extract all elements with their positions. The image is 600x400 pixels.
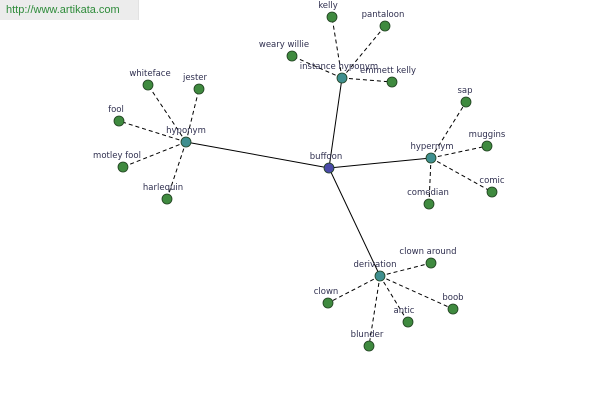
node-harlequin[interactable] xyxy=(161,193,173,205)
node-blunder[interactable] xyxy=(363,340,375,352)
label-root: buffoon xyxy=(310,152,342,162)
node-weary-willie[interactable] xyxy=(286,50,298,62)
edge-derivation-antic xyxy=(379,275,409,323)
watermark-text: http://www.artikata.com xyxy=(6,4,120,16)
edge-hyponym-motley-fool xyxy=(122,141,187,168)
node-hypernym[interactable] xyxy=(425,152,437,164)
edge-hypernym-muggins xyxy=(430,145,488,159)
node-derivation[interactable] xyxy=(374,270,386,282)
label-blunder: blunder xyxy=(351,330,384,340)
label-muggins: muggins xyxy=(469,130,506,140)
edge-hypernym-comic xyxy=(430,157,493,193)
edge-instance-hyponym-kelly xyxy=(331,16,343,79)
edge-derivation-clown xyxy=(327,275,381,304)
node-buffoon[interactable] xyxy=(323,162,335,174)
node-jester[interactable] xyxy=(193,83,205,95)
edge-hyponym-whiteface xyxy=(147,84,187,143)
edge-hyponym-fool xyxy=(118,120,187,143)
edge-instance-hyponym-pantaloon xyxy=(341,25,386,79)
edge-root-instance-hyponym xyxy=(328,77,343,169)
edge-derivation-blunder xyxy=(368,275,381,347)
label-comic: comic xyxy=(479,176,505,186)
node-antic[interactable] xyxy=(402,316,414,328)
label-whiteface: whiteface xyxy=(129,69,170,79)
label-pantaloon: pantaloon xyxy=(362,10,405,20)
label-derivation: derivation xyxy=(353,260,396,270)
node-kelly[interactable] xyxy=(326,11,338,23)
graph-labels: buffoon hyponym whiteface jester fool motley … xyxy=(93,1,506,340)
edge-hyponym-harlequin xyxy=(166,141,187,200)
label-weary-willie: weary willie xyxy=(259,40,309,50)
label-boob: boob xyxy=(442,293,463,303)
label-antic: antic xyxy=(394,306,415,316)
node-sap[interactable] xyxy=(460,96,472,108)
node-clown-around[interactable] xyxy=(425,257,437,269)
label-clown-around: clown around xyxy=(399,247,456,257)
label-emmett-kelly: emmett kelly xyxy=(360,66,416,76)
node-instance-hyponym[interactable] xyxy=(336,72,348,84)
edge-root-hypernym xyxy=(328,157,432,169)
node-emmett-kelly[interactable] xyxy=(386,76,398,88)
graph-edges xyxy=(118,16,493,347)
label-jester: jester xyxy=(182,73,208,83)
node-pantaloon[interactable] xyxy=(379,20,391,32)
label-kelly: kelly xyxy=(318,1,338,11)
label-hypernym: hypernym xyxy=(410,142,453,152)
edge-instance-hyponym-weary-willie xyxy=(291,55,343,79)
edge-derivation-boob xyxy=(379,275,454,310)
label-sap: sap xyxy=(457,86,472,96)
label-fool: fool xyxy=(108,105,124,115)
node-hyponym[interactable] xyxy=(180,136,192,148)
label-instance-hyponym: instance hyponym xyxy=(300,62,378,72)
node-comic[interactable] xyxy=(486,186,498,198)
node-whiteface[interactable] xyxy=(142,79,154,91)
edge-instance-hyponym-emmett-kelly xyxy=(341,77,393,83)
edge-root-hyponym xyxy=(185,141,330,169)
label-hyponym: hyponym xyxy=(166,126,206,136)
node-comedian[interactable] xyxy=(423,198,435,210)
watermark: http://www.artikata.com xyxy=(0,0,139,20)
label-motley-fool: motley fool xyxy=(93,151,141,161)
label-harlequin: harlequin xyxy=(143,183,183,193)
graph-nodes xyxy=(113,11,498,352)
node-motley-fool[interactable] xyxy=(117,161,129,173)
node-muggins[interactable] xyxy=(481,140,493,152)
edge-root-derivation xyxy=(328,167,381,277)
node-clown[interactable] xyxy=(322,297,334,309)
label-clown: clown xyxy=(314,287,339,297)
node-fool[interactable] xyxy=(113,115,125,127)
edge-hypernym-comedian xyxy=(428,157,432,205)
node-boob[interactable] xyxy=(447,303,459,315)
label-comedian: comedian xyxy=(407,188,449,198)
edge-hyponym-jester xyxy=(185,88,200,143)
edge-derivation-clown-around xyxy=(379,262,432,277)
